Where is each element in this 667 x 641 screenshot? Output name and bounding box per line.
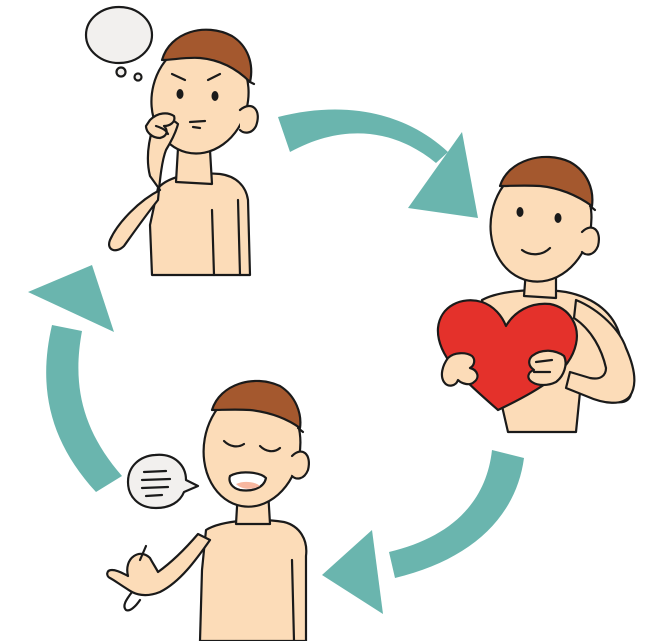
- heart-left-hand: [442, 353, 478, 385]
- thinking-person: [86, 7, 260, 275]
- arrow-left: [28, 265, 122, 492]
- speaking-arm: [107, 534, 210, 595]
- speech-bubble-icon: [128, 455, 198, 508]
- arrow-bottom-right: [322, 450, 524, 614]
- heart-head: [480, 153, 603, 291]
- heart-right-hand: [528, 351, 565, 385]
- speaking-torso: [200, 520, 306, 641]
- arrow-top-right: [278, 110, 478, 218]
- speaking-person: [107, 380, 309, 641]
- thinking-torso: [150, 173, 250, 275]
- speaking-head: [194, 380, 309, 515]
- thought-bubble-icon: [86, 7, 152, 81]
